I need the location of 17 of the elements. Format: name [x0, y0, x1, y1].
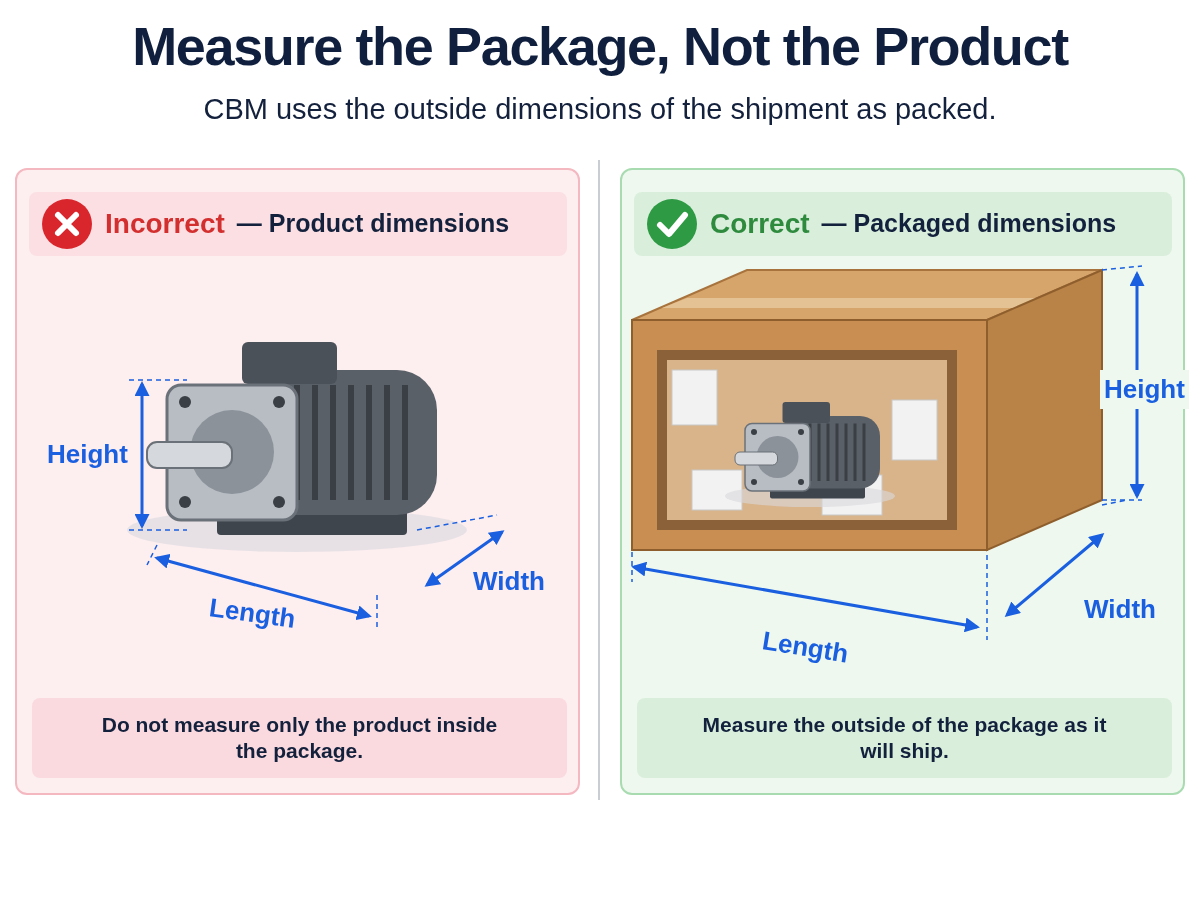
panel [15, 168, 580, 795]
header-text: — Product dimensions [236, 208, 510, 240]
verdict-text: Incorrect [105, 207, 225, 241]
header-text: — Packaged dimensions [821, 208, 1117, 240]
header-banner [29, 192, 567, 256]
dimension-label: Length [759, 624, 852, 671]
note-text: Do not measure only the product inside the package. [100, 711, 499, 764]
subtitle: CBM uses the outside dimensions of the shipment as packed. [202, 92, 998, 127]
dimension-label: Width [473, 565, 545, 598]
note-text: Measure the outside of the package as it will ship. [701, 711, 1108, 764]
dimension-label: Height [47, 438, 128, 471]
dimension-label: Height [1100, 370, 1189, 409]
dimension-label: Width [1084, 593, 1156, 626]
verdict-text: Correct [710, 207, 810, 241]
title: Measure the Package, Not the Product [131, 15, 1070, 78]
header-banner [634, 192, 1172, 256]
dimension-label: Length [206, 591, 298, 636]
